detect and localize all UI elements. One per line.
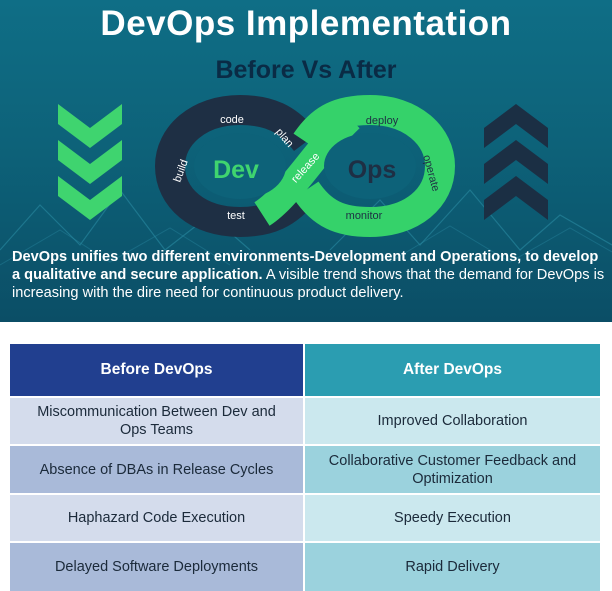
green-chevrons-icon — [58, 104, 122, 220]
header-after: After DevOps — [305, 344, 600, 396]
before-cell: Miscommunication Between Dev and Ops Tea… — [10, 398, 305, 444]
table-row: Miscommunication Between Dev and Ops Tea… — [10, 396, 600, 444]
dev-loop-ring — [154, 94, 318, 238]
stage-monitor: monitor — [346, 210, 383, 222]
stage-deploy: deploy — [366, 115, 399, 127]
before-cell: Haphazard Code Execution — [10, 495, 305, 541]
table-row: Haphazard Code Execution Speedy Executio… — [10, 493, 600, 541]
after-cell: Collaborative Customer Feedback and Opti… — [305, 446, 600, 493]
after-cell: Rapid Delivery — [305, 543, 600, 591]
table-header-row: Before DevOps After DevOps — [10, 344, 600, 396]
header-before: Before DevOps — [10, 344, 305, 396]
after-cell: Improved Collaboration — [305, 398, 600, 444]
description-rest: A visible trend shows that the demand fo… — [12, 267, 605, 301]
description: DevOps unifies two different environment… — [12, 248, 606, 302]
dark-chevrons-icon — [484, 104, 548, 220]
page-title: DevOps Implementation — [100, 4, 512, 43]
description-lead: DevOps unifies two different environment… — [12, 249, 599, 283]
after-cell: Speedy Execution — [305, 495, 600, 541]
release-band — [253, 107, 360, 226]
page-subtitle: Before Vs After — [215, 56, 397, 84]
comparison-table: Before DevOps After DevOps Miscommunicat… — [10, 344, 600, 591]
ops-label: Ops — [348, 156, 397, 184]
table-row: Delayed Software Deployments Rapid Deliv… — [10, 541, 600, 591]
dev-center — [194, 133, 286, 199]
table-row: Absence of DBAs in Release Cycles Collab… — [10, 444, 600, 493]
stage-test: test — [227, 210, 245, 222]
stage-code: code — [220, 114, 244, 126]
hero-banner: DevOps Implementation Before Vs After De… — [0, 0, 612, 322]
devops-loop: Dev Ops code plan build test release dep… — [58, 94, 548, 238]
before-cell: Absence of DBAs in Release Cycles — [10, 446, 305, 493]
dev-label: Dev — [213, 156, 259, 184]
ops-center — [324, 133, 416, 199]
before-cell: Delayed Software Deployments — [10, 543, 305, 591]
ops-loop-ring — [293, 94, 456, 238]
